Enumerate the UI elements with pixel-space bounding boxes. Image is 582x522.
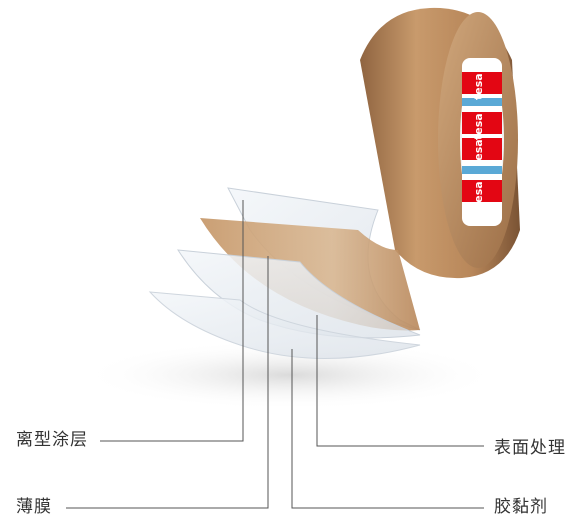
svg-text:tesa: tesa [472, 73, 485, 100]
label-adhesive: 胶黏剂 [494, 497, 548, 517]
leader-line-film [66, 256, 269, 509]
leader-line-adhesive [291, 349, 484, 509]
tesa-logo-label: tesa tesa tesa tesa [462, 58, 502, 226]
floor-shadow [80, 340, 500, 410]
svg-text:tesa: tesa [472, 181, 485, 208]
label-surface-treatment: 表面处理 [494, 438, 566, 458]
adhesive-layer [148, 291, 421, 359]
leader-lines [66, 200, 484, 509]
leader-line-surface-treatment [316, 315, 484, 447]
leader-line-release-coating [100, 200, 244, 442]
label-film: 薄膜 [16, 497, 52, 517]
svg-text:tesa: tesa [472, 139, 485, 166]
svg-text:tesa: tesa [472, 113, 485, 140]
label-release-coating: 离型涂层 [16, 430, 88, 450]
